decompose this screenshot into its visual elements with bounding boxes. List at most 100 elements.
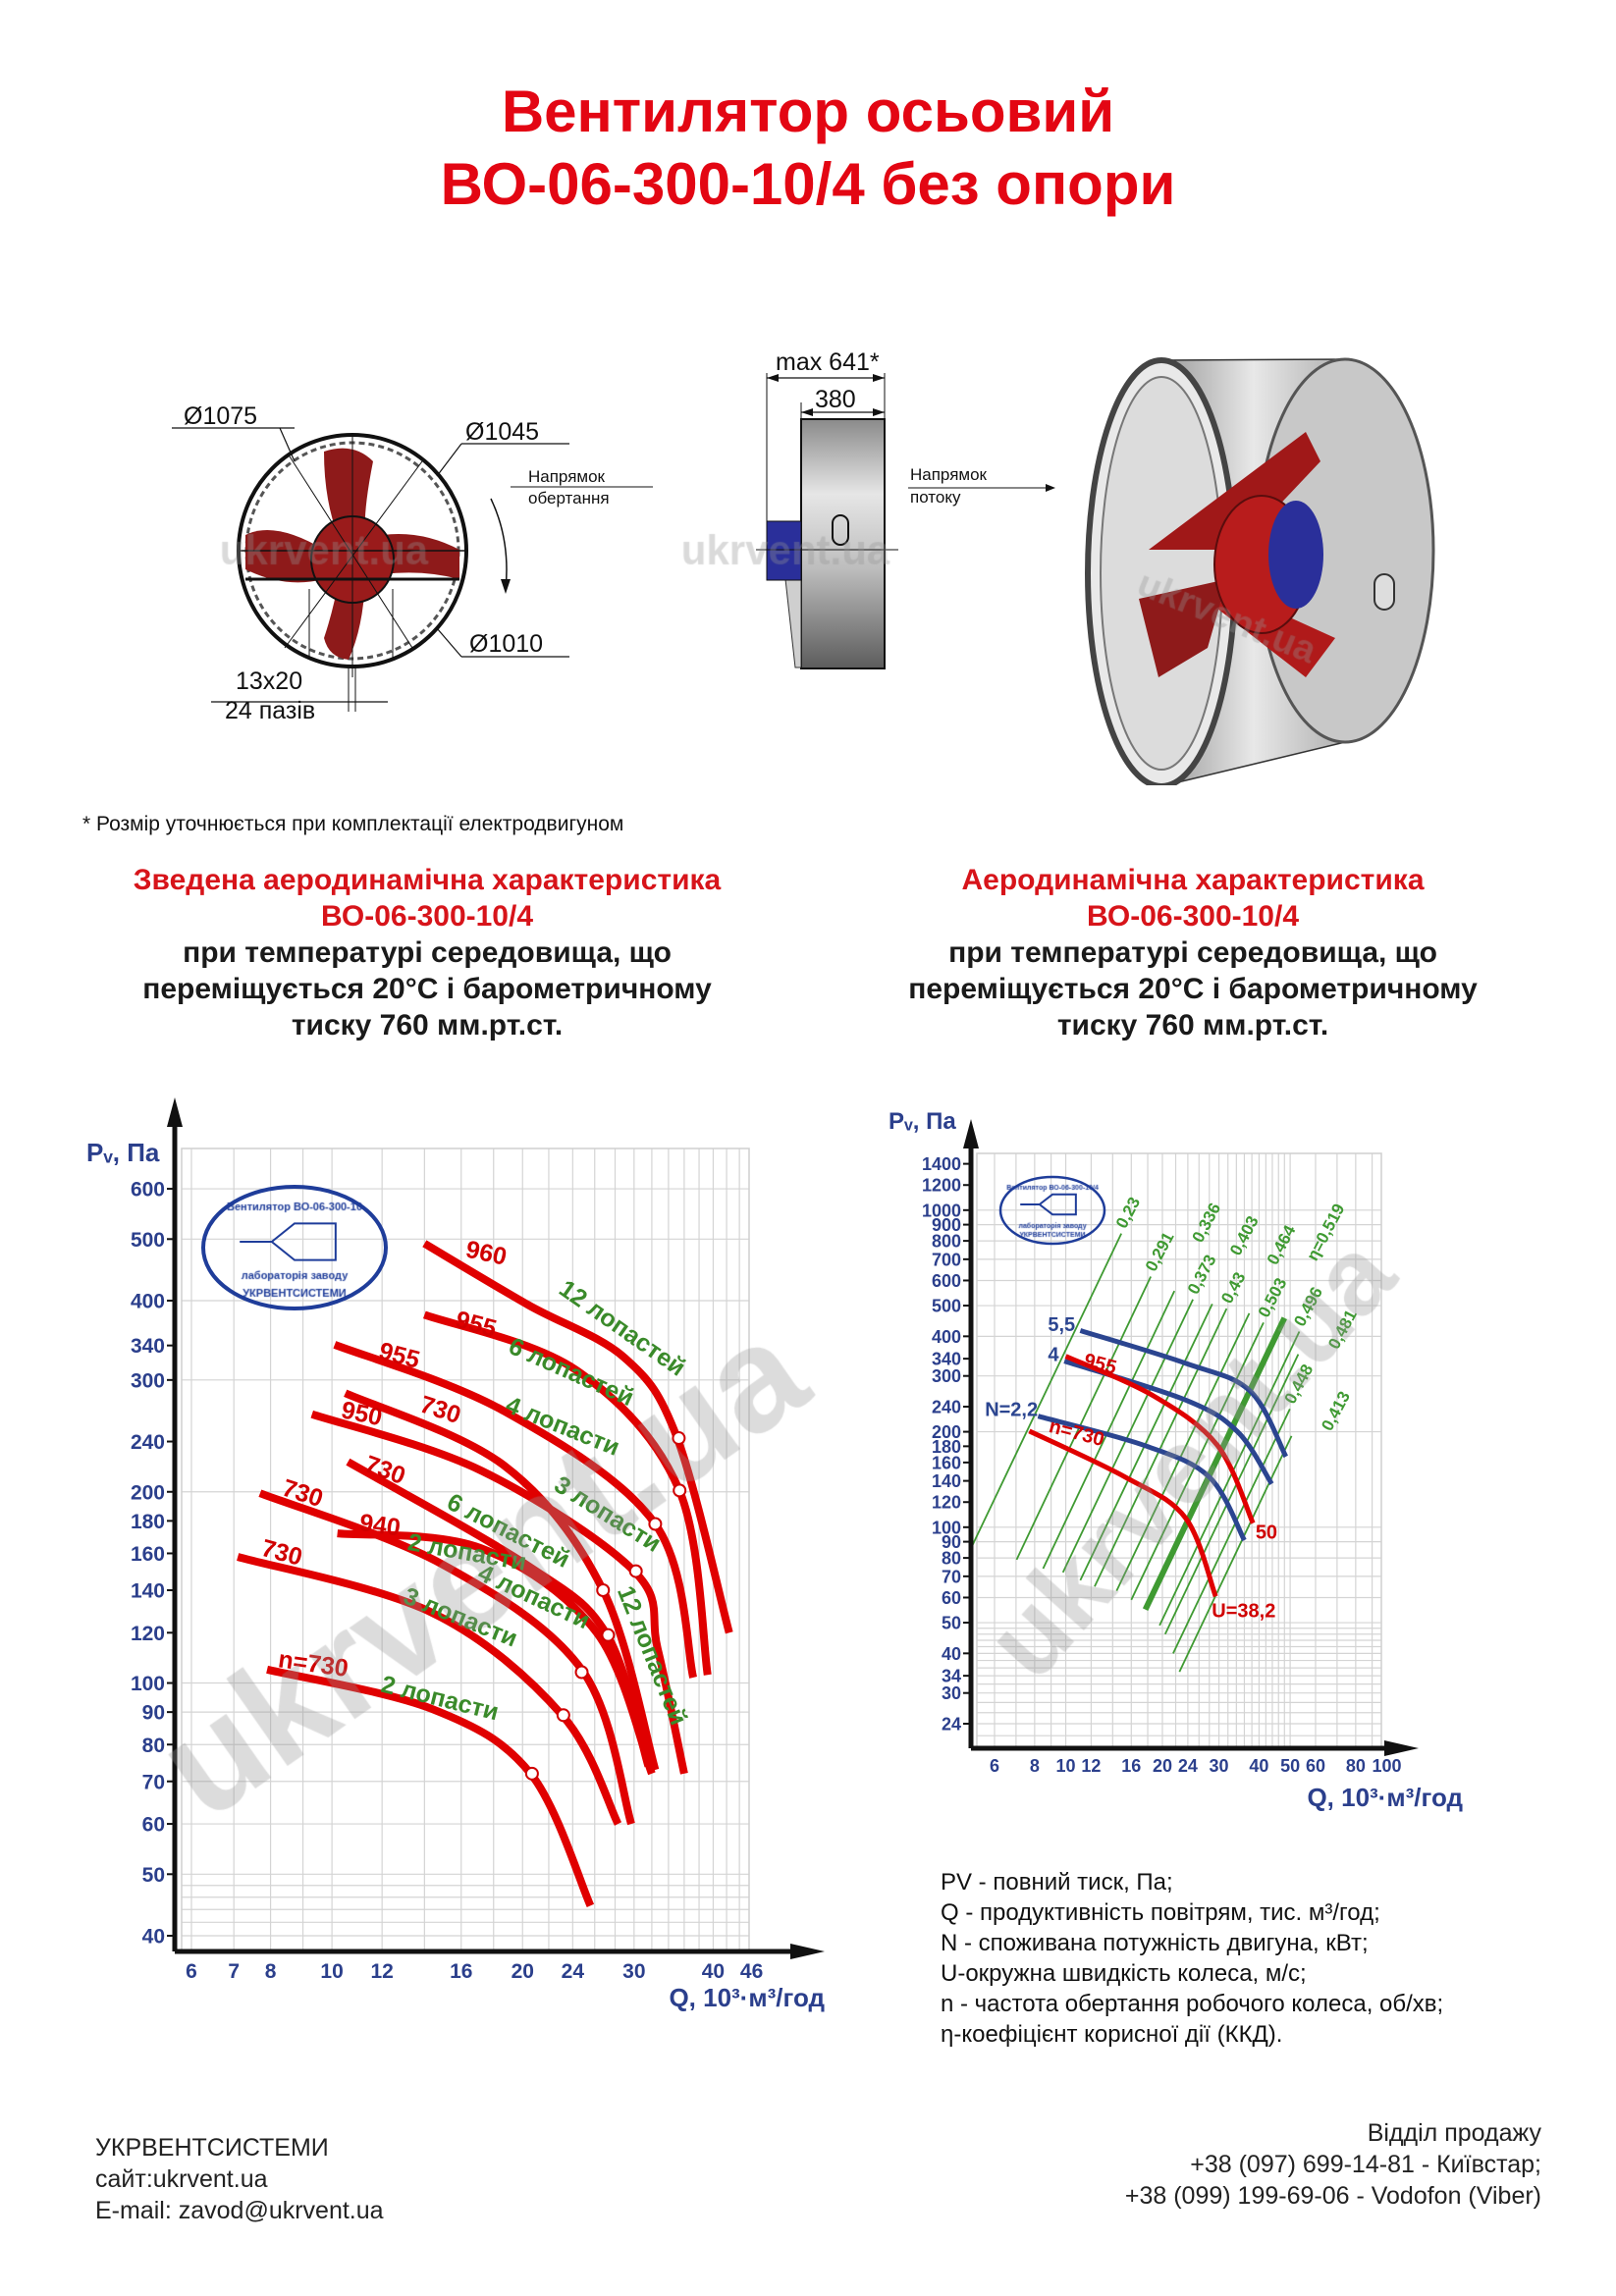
- operating-point-marker: [673, 1483, 687, 1498]
- stamp-outline: [998, 1175, 1106, 1246]
- y-tick-label: 500: [131, 1229, 165, 1252]
- y-tick-label: 120: [131, 1623, 165, 1645]
- efficiency-label: 0,464: [1264, 1222, 1300, 1268]
- curve-label: 12 лопастей: [554, 1275, 690, 1382]
- efficiency-label: 0,336: [1188, 1200, 1224, 1245]
- y-tick-label: 60: [142, 1814, 165, 1837]
- curve-n-4-квт: [1063, 1359, 1274, 1486]
- x-tick-label: 20: [512, 1960, 534, 1983]
- y-tick-label: 600: [932, 1271, 961, 1291]
- curve-label: 955: [376, 1337, 423, 1374]
- operating-point-marker: [628, 1564, 643, 1578]
- y-tick-label: 90: [142, 1702, 165, 1725]
- blade: [383, 534, 459, 579]
- y-tick-label: 400: [932, 1327, 961, 1347]
- y-tick-label: 30: [942, 1683, 961, 1703]
- y-tick-label: 340: [131, 1335, 165, 1358]
- phone-kyivstar[interactable]: +38 (097) 699-14-81 - Київстар;: [1190, 2151, 1541, 2178]
- curve-label: 5,5: [1048, 1314, 1075, 1336]
- x-tick-label: 50: [1280, 1756, 1300, 1776]
- x-tick-label: 80: [1346, 1756, 1366, 1776]
- right-chart-heading: Аеродинамічна характеристика ВО-06-300-1…: [820, 862, 1566, 1043]
- curve-730-об-хв-2-лопасти: [266, 1665, 595, 1908]
- curve-label: 730: [279, 1474, 326, 1514]
- curve-730-об-хв-12-лопастей: [344, 1389, 660, 1772]
- x-tick-label: 24: [562, 1960, 585, 1983]
- x-tick-label: 8: [265, 1960, 277, 1983]
- curve-n-955-об-хв: [1064, 1354, 1256, 1524]
- y-tick-label: 100: [131, 1673, 165, 1695]
- y-tick-label: 34: [942, 1667, 961, 1686]
- x-tick-label: 6: [186, 1960, 197, 1983]
- efficiency-line: [971, 1233, 1122, 1547]
- x-tick-label: 12: [370, 1960, 393, 1983]
- efficiency-line: [1115, 1312, 1251, 1592]
- right-heading-line-3: при температурі середовища, що: [948, 936, 1437, 969]
- left-heading-line-4: переміщується 20°С і барометричному: [142, 973, 712, 1005]
- y-tick-label: 50: [142, 1864, 165, 1887]
- rotation-direction-arrow-icon: [490, 498, 508, 590]
- footnote: * Розмір уточнюється при комплектації ел…: [82, 813, 624, 835]
- curve-label: n=730: [277, 1645, 350, 1682]
- page-title-line-2: ВО-06-300-10/4 без опори: [440, 151, 1176, 217]
- legend-item: U-окружна швидкість колеса, м/с;: [941, 1960, 1307, 1987]
- curve-n-730-об-хв: [1028, 1428, 1218, 1598]
- efficiency-label: 0,496: [1290, 1284, 1326, 1329]
- y-tick-label: 200: [932, 1422, 961, 1442]
- curve-950-об-хв-3-лопасти: [310, 1410, 688, 1775]
- phone-vodafone[interactable]: +38 (099) 199-69-06 - Vodofon (Viber): [1124, 2182, 1541, 2210]
- length-label: 380: [815, 386, 856, 413]
- left-heading-line-2: ВО-06-300-10/4: [320, 900, 534, 933]
- diameter-1010-label: Ø1010: [469, 630, 544, 658]
- y-tick-label: 900: [932, 1215, 961, 1235]
- footer-sales: Відділ продажу +38 (097) 699-14-81 - Киї…: [1125, 2117, 1541, 2212]
- y-tick-label: 40: [942, 1644, 961, 1664]
- blade: [324, 579, 365, 660]
- diameter-1045-label: Ø1045: [465, 418, 540, 446]
- legend-item: n - частота обертання робочого колеса, о…: [941, 1991, 1444, 2017]
- y-tick-label: 70: [942, 1567, 961, 1586]
- efficiency-label: 0,43: [1217, 1269, 1249, 1307]
- left-heading-line-3: при температурі середовища, що: [183, 936, 672, 969]
- curve-label: 2 лопасти: [405, 1528, 528, 1576]
- y-tick-label: 500: [932, 1297, 961, 1316]
- efficiency-line: [1015, 1276, 1152, 1561]
- operating-point-marker: [596, 1582, 611, 1597]
- curve-label: 3 лопасти: [550, 1470, 666, 1558]
- y-tick-label: 1200: [922, 1176, 961, 1196]
- efficiency-line: [1163, 1354, 1300, 1635]
- flow-direction-label-2: потоку: [910, 488, 961, 507]
- x-axis-arrow-icon: [1384, 1740, 1419, 1756]
- x-axis-arrow-icon: [790, 1944, 825, 1959]
- y-tick-label: 600: [131, 1179, 165, 1201]
- page-title-line-1: Вентилятор осьовий: [501, 79, 1115, 144]
- efficiency-label: 0,481: [1324, 1307, 1361, 1352]
- curve-955-об-хв-4-лопасти: [333, 1341, 697, 1679]
- y-tick-label: 160: [131, 1543, 165, 1566]
- efficiency-label: 0,448: [1281, 1362, 1318, 1407]
- right-heading-line-2: ВО-06-300-10/4: [1086, 900, 1300, 933]
- curve-label: 4 лопасти: [474, 1559, 595, 1634]
- x-tick-label: 40: [1249, 1756, 1268, 1776]
- y-tick-label: 800: [932, 1232, 961, 1252]
- left-heading-line-1: Зведена аеродинамічна характеристика: [133, 864, 722, 896]
- right-heading-line-1: Аеродинамічна характеристика: [961, 864, 1425, 896]
- blade: [324, 448, 373, 538]
- x-tick-label: 12: [1081, 1756, 1101, 1776]
- x-tick-label: 8: [1030, 1756, 1040, 1776]
- x-tick-label: 30: [622, 1960, 645, 1983]
- right-heading-line-4: переміщується 20°С і барометричному: [908, 973, 1478, 1005]
- site-link[interactable]: сайт:ukrvent.ua: [95, 2165, 268, 2193]
- curve-label: n=730: [1047, 1415, 1106, 1451]
- efficiency-label: 0,413: [1318, 1388, 1354, 1433]
- symbols-legend: PV - повний тиск, Па; Q - продуктивність…: [941, 1867, 1443, 2050]
- chart-grid: [181, 1148, 750, 1952]
- efficiency-label: 0,503: [1255, 1275, 1291, 1320]
- operating-point-marker: [574, 1665, 589, 1680]
- efficiency-line: [1172, 1408, 1291, 1654]
- operating-point-marker: [524, 1766, 539, 1781]
- fan-icon: [1021, 1193, 1077, 1216]
- curve-label: 955: [1082, 1350, 1119, 1379]
- email-link[interactable]: E-mail: zavod@ukrvent.ua: [95, 2197, 384, 2224]
- efficiency-label: 0,23: [1112, 1194, 1144, 1231]
